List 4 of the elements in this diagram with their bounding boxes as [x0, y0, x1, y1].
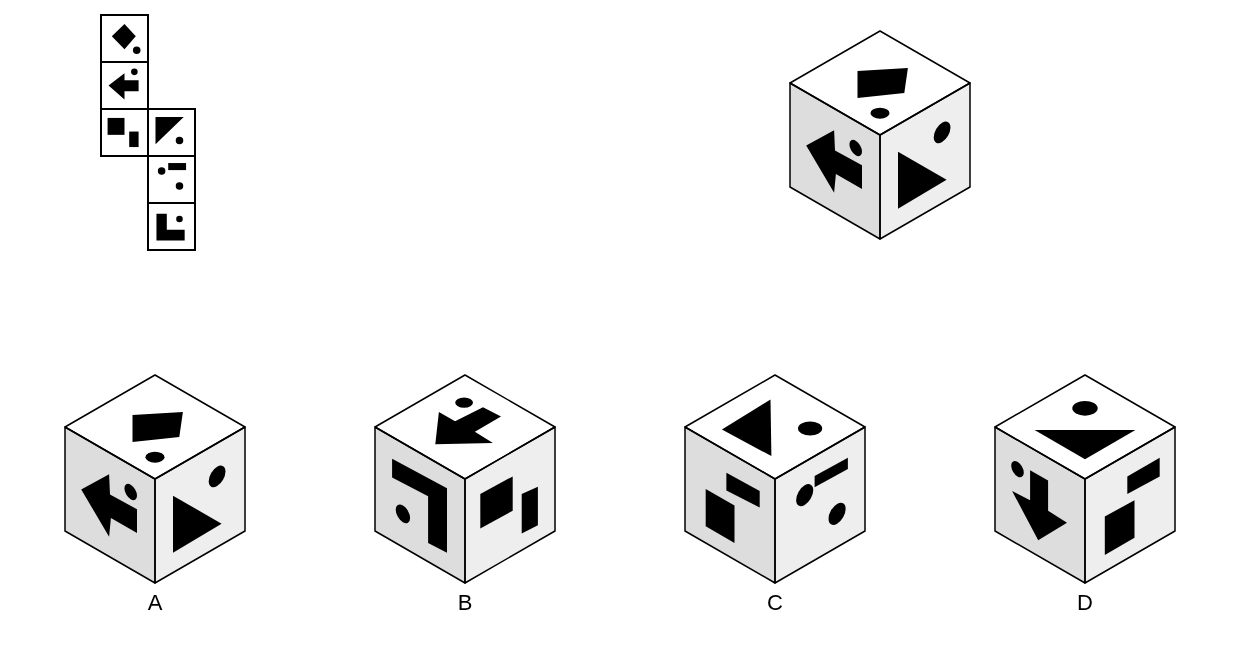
option-label: C	[767, 591, 783, 615]
option-label: B	[457, 591, 473, 615]
option-label: D	[1077, 591, 1093, 615]
option-label: A	[147, 591, 163, 615]
